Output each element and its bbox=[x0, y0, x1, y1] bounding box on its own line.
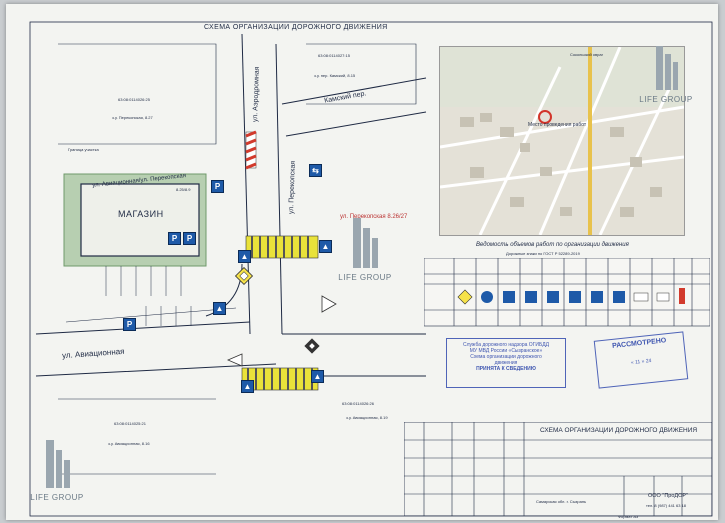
works-table-title: Ведомость объемов работ по организации д… bbox=[476, 242, 629, 248]
cadastre-label: 63:08:0114025:21 bbox=[114, 421, 146, 426]
stamp-line: ПРИНЯТА К СВЕДЕНИЮ bbox=[476, 366, 536, 372]
cadastre-label: 63:08:0114027:15 bbox=[318, 53, 350, 58]
minimap-label: Сокольский овраг bbox=[570, 52, 604, 57]
stamp-line: движения bbox=[494, 360, 518, 366]
building-logo-icon bbox=[46, 440, 70, 488]
parking-sign-icon: P bbox=[123, 318, 136, 331]
title-block-company: ООО "ПроДОР" bbox=[648, 493, 689, 499]
review-stamp: РАССМОТРЕНО « 11 » 24 bbox=[593, 331, 689, 389]
title-block-project: Самарская обл. г. Сызрань bbox=[536, 499, 587, 504]
cadastre-label: 63:08:0114026:25 bbox=[118, 97, 150, 102]
location-minimap: Сокольский овраг Место проведения работ bbox=[439, 46, 685, 236]
parking-sign-icon: P bbox=[183, 232, 196, 245]
works-table bbox=[424, 258, 710, 327]
drawing-sheet: P P P P ▲ ▲ ▲ ▲ ▲ ⇆ СХЕМА ОРГАНИЗАЦИИ ДО… bbox=[6, 4, 718, 520]
address-label: з.у. пер. Камский, 8.15 bbox=[314, 73, 356, 78]
watermark-top-right: LIFE GROUP bbox=[636, 40, 696, 104]
store-name: МАГАЗИН bbox=[118, 209, 164, 219]
title-block-heading: СХЕМА ОРГАНИЗАЦИИ ДОРОЖНОГО ДВИЖЕНИЯ bbox=[540, 427, 698, 434]
title-block bbox=[404, 422, 712, 516]
watermark-brand: LIFE GROUP bbox=[639, 95, 693, 104]
building-logo-icon bbox=[656, 46, 678, 90]
pedestrian-crossing-sign-icon: ▲ bbox=[319, 240, 332, 253]
address-label: з.у. Перекопская, 8.27 bbox=[112, 115, 153, 120]
pedestrian-crossing-sign-icon: ▲ bbox=[213, 302, 226, 315]
watermark-brand: LIFE GROUP bbox=[30, 493, 84, 502]
no-stopping-sign-icon: ⇆ bbox=[309, 164, 322, 177]
cadastre-label: 63:08:0114026:26 bbox=[342, 401, 374, 406]
store-number: 8.25/8.9 bbox=[176, 187, 191, 192]
works-table-subtitle: Дорожные знаки по ГОСТ Р 52289-2019 bbox=[506, 251, 580, 256]
pedestrian-crossing-sign-icon: ▲ bbox=[238, 250, 251, 263]
boundary-label: Граница участка bbox=[68, 147, 99, 152]
watermark-bottom-left: LIFE GROUP bbox=[22, 434, 92, 502]
watermark-center: LIFE GROUP bbox=[328, 212, 402, 282]
stamp-line: МУ МВД России «Сызранское» bbox=[469, 348, 543, 354]
address-label: ул. Перекопская 8.26/27 bbox=[340, 214, 408, 220]
building-logo-icon bbox=[353, 218, 378, 268]
format-label: Формат А3 bbox=[618, 514, 639, 519]
police-stamp: Служба дорожного надзора ОГИБДД МУ МВД Р… bbox=[446, 338, 566, 388]
plan-title: СХЕМА ОРГАНИЗАЦИИ ДОРОЖНОГО ДВИЖЕНИЯ bbox=[204, 24, 388, 31]
stamp-line: Служба дорожного надзора ОГИБДД bbox=[462, 342, 550, 348]
parking-sign-icon: P bbox=[168, 232, 181, 245]
address-label: з.у. Авиационная, 8.19 bbox=[346, 415, 388, 420]
minimap-place-label: Место проведения работ bbox=[528, 122, 587, 128]
pedestrian-crossing-sign-icon: ▲ bbox=[311, 370, 324, 383]
address-label: з.у. Авиационная, 8.16 bbox=[108, 441, 150, 446]
title-block-phone: тел. 8 (987) 441 63 18 bbox=[646, 503, 687, 508]
pedestrian-crossing-sign-icon: ▲ bbox=[241, 380, 254, 393]
watermark-brand: LIFE GROUP bbox=[338, 273, 392, 282]
parking-sign-icon: P bbox=[211, 180, 224, 193]
stamp-line: Схема организации дорожного bbox=[470, 354, 542, 360]
site-plan bbox=[29, 21, 713, 517]
